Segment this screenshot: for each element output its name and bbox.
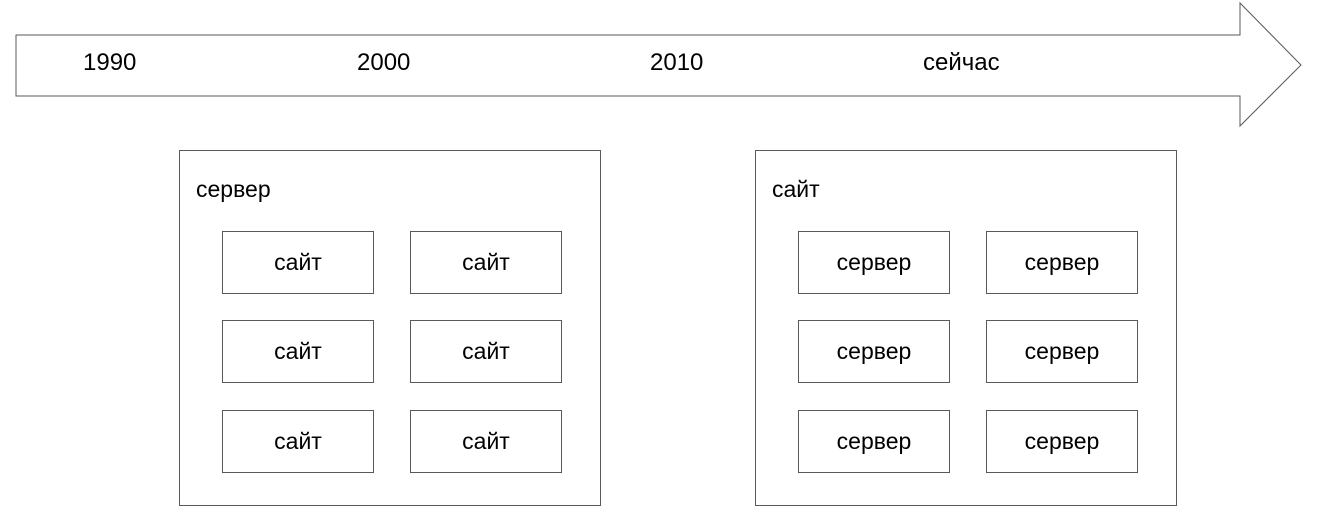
site-box: сайт: [410, 410, 562, 473]
server-box: сервер: [986, 320, 1138, 383]
server-box: сервер: [986, 231, 1138, 294]
site-box: сайт: [410, 320, 562, 383]
timeline-label-1990: 1990: [83, 49, 137, 76]
server-box: сервер: [986, 410, 1138, 473]
site-box: сайт: [410, 231, 562, 294]
site-box: сайт: [222, 231, 374, 294]
site-box: сайт: [222, 320, 374, 383]
timeline-label-2010: 2010: [650, 49, 704, 76]
server-box: сервер: [798, 410, 950, 473]
server-hosting-sites-box: сервер сайт сайт сайт сайт сайт сайт: [179, 150, 601, 506]
timeline-label-2000: 2000: [357, 49, 411, 76]
server-box: сервер: [798, 320, 950, 383]
group-title: сайт: [772, 176, 820, 202]
server-box: сервер: [798, 231, 950, 294]
arrow-shape: [15, 1, 1302, 128]
timeline-label-now: сейчас: [923, 49, 1000, 76]
timeline-arrow: 1990 2000 2010 сейчас: [0, 0, 1330, 130]
site-box: сайт: [222, 410, 374, 473]
group-title: сервер: [196, 176, 271, 202]
site-on-servers-box: сайт сервер сервер сервер сервер сервер …: [755, 150, 1177, 506]
